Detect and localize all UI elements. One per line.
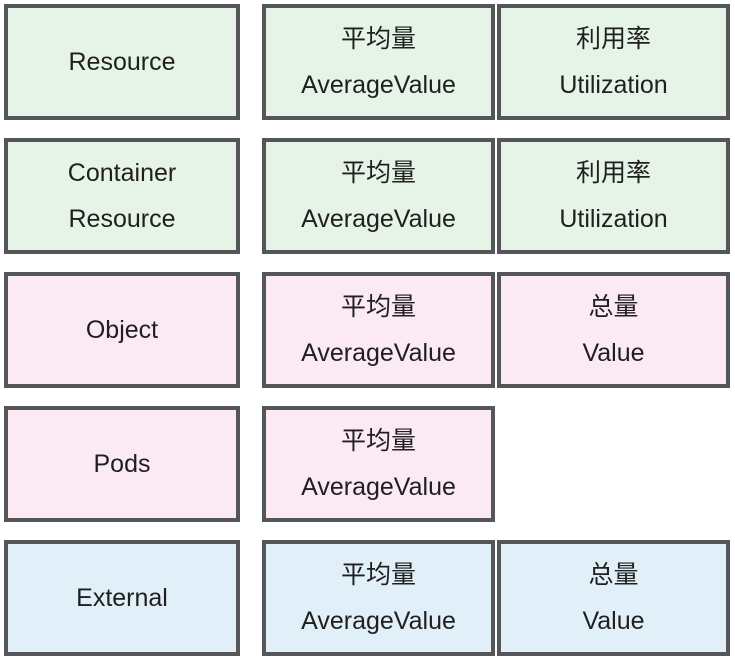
text-line: Resource — [68, 48, 176, 76]
metric-cell-object-1: 总量 Value — [497, 272, 730, 388]
metric-cell-object-0: 平均量 AverageValue — [262, 272, 495, 388]
metric-row-resource: Resource 平均量 AverageValue 利用率 Utilization — [4, 4, 735, 120]
metric-type-label-pods: Pods — [4, 406, 240, 522]
text-line: External — [76, 584, 168, 612]
metric-cells-group: 平均量 AverageValue 利用率 Utilization — [262, 138, 730, 254]
text-line: 平均量 — [340, 293, 416, 321]
text-line: 总量 — [588, 561, 639, 589]
text-line: Value — [582, 339, 645, 367]
text-line: 总量 — [588, 293, 639, 321]
text-line: AverageValue — [301, 607, 456, 635]
text-line: Resource — [68, 205, 176, 233]
text-line: Pods — [93, 450, 151, 478]
metric-row-external: External 平均量 AverageValue 总量 Value — [4, 540, 735, 656]
text-line: Object — [85, 316, 159, 344]
text-line: 利用率 — [575, 25, 651, 53]
metric-cells-group: 平均量 AverageValue 总量 Value — [262, 272, 730, 388]
text-line: AverageValue — [301, 205, 456, 233]
text-line: 利用率 — [575, 159, 651, 187]
metric-cells-group: 平均量 AverageValue — [262, 406, 495, 522]
text-line: Utilization — [559, 205, 668, 233]
metric-row-object: Object 平均量 AverageValue 总量 Value — [4, 272, 735, 388]
text-line: AverageValue — [301, 71, 456, 99]
metric-row-pods: Pods 平均量 AverageValue — [4, 406, 735, 522]
text-line: 平均量 — [340, 427, 416, 455]
metric-type-label-external: External — [4, 540, 240, 656]
text-line: Utilization — [559, 71, 668, 99]
text-line: AverageValue — [301, 473, 456, 501]
text-line: 平均量 — [340, 561, 416, 589]
text-line: AverageValue — [301, 339, 456, 367]
metric-cell-container-resource-1: 利用率 Utilization — [497, 138, 730, 254]
metric-cell-external-0: 平均量 AverageValue — [262, 540, 495, 656]
metric-cells-group: 平均量 AverageValue 总量 Value — [262, 540, 730, 656]
metric-cell-external-1: 总量 Value — [497, 540, 730, 656]
metric-type-label-object: Object — [4, 272, 240, 388]
text-line: Value — [582, 607, 645, 635]
text-line: 平均量 — [340, 25, 416, 53]
text-line: Container — [67, 159, 177, 187]
metric-cell-resource-0: 平均量 AverageValue — [262, 4, 495, 120]
text-line: 平均量 — [340, 159, 416, 187]
metric-cell-container-resource-0: 平均量 AverageValue — [262, 138, 495, 254]
metric-type-label-resource: Resource — [4, 4, 240, 120]
metric-cells-group: 平均量 AverageValue 利用率 Utilization — [262, 4, 730, 120]
metric-cell-pods-0: 平均量 AverageValue — [262, 406, 495, 522]
metric-cell-resource-1: 利用率 Utilization — [497, 4, 730, 120]
